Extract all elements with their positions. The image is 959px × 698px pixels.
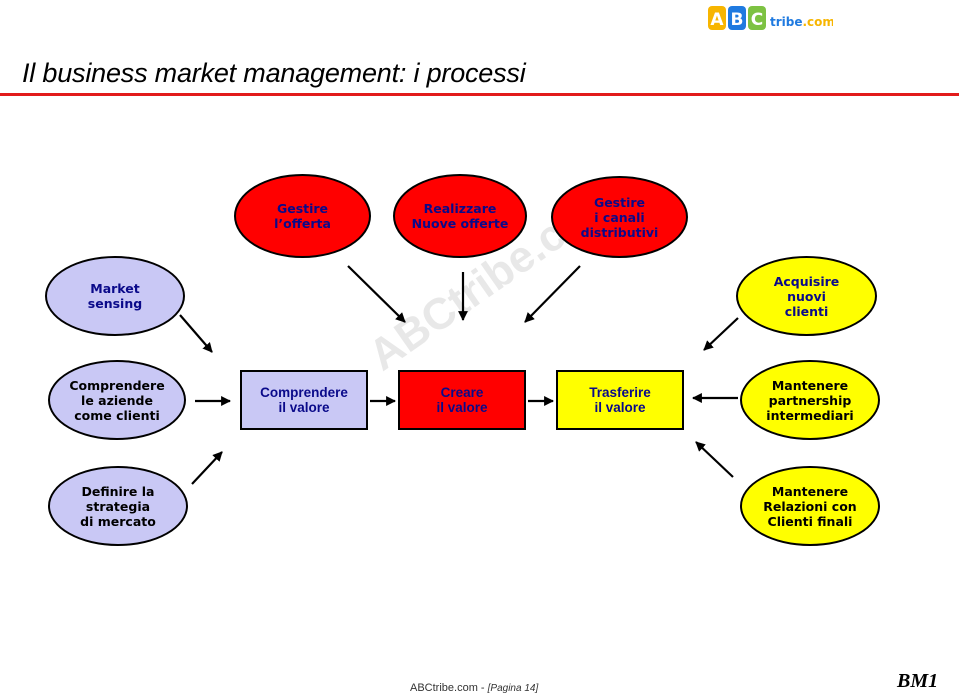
node-realizzare-offerte-label: Realizzare Nuove offerte — [411, 201, 509, 231]
arrow-acquisire-clienti — [703, 317, 739, 351]
page-title: Il business market management: i process… — [22, 58, 526, 88]
node-trasferire-valore: Trasferire il valore — [556, 370, 684, 430]
arrow-definire-strategia — [191, 451, 223, 485]
arrow-market-sensing — [179, 314, 213, 353]
footer-page: [Pagina 14] — [487, 683, 539, 694]
node-acquisire-clienti-label: Acquisire nuovi clienti — [773, 273, 840, 319]
node-definire-strategia: Definire la strategia di mercato — [48, 466, 188, 546]
node-trasferire-valore-label: Trasferire il valore — [589, 385, 651, 415]
node-gestire-canali-label: Gestire i canali distributivi — [580, 194, 659, 240]
logo-domain: .com — [803, 15, 834, 29]
footer-separator: - — [477, 682, 488, 694]
arrow-mantenere-relazioni — [695, 441, 734, 478]
svg-text:tribe.com: tribe.com — [770, 15, 833, 29]
node-creare-valore-label: Creare il valore — [436, 385, 488, 415]
node-market-sensing: Market sensing — [45, 256, 185, 336]
title-underline — [0, 93, 959, 96]
logo-letter-c: C — [751, 10, 763, 30]
node-comprendere-aziende-label: Comprendere le aziende come clienti — [69, 377, 165, 423]
footer-site: ABCtribe.com — [410, 682, 478, 694]
abctribe-logo: A B C tribe.com — [708, 6, 833, 30]
node-acquisire-clienti: Acquisire nuovi clienti — [736, 256, 877, 336]
logo-letter-a: A — [710, 10, 724, 30]
node-comprendere-aziende: Comprendere le aziende come clienti — [48, 360, 186, 440]
footer: ABCtribe.com - [Pagina 14] — [410, 682, 538, 694]
node-comprendere-valore-label: Comprendere il valore — [260, 385, 348, 415]
slide-code: BM1 — [897, 670, 939, 692]
arrow-gestire-offerta — [347, 265, 406, 323]
node-gestire-offerta: Gestire l’offerta — [234, 174, 371, 258]
node-mantenere-relazioni: Mantenere Relazioni con Clienti finali — [740, 466, 880, 546]
node-gestire-offerta-label: Gestire l’offerta — [274, 201, 331, 231]
node-mantenere-partnership-label: Mantenere partnership intermediari — [766, 377, 854, 423]
node-realizzare-offerte: Realizzare Nuove offerte — [393, 174, 527, 258]
node-creare-valore: Creare il valore — [398, 370, 526, 430]
node-mantenere-partnership: Mantenere partnership intermediari — [740, 360, 880, 440]
node-gestire-canali: Gestire i canali distributivi — [551, 176, 688, 258]
node-definire-strategia-label: Definire la strategia di mercato — [80, 483, 156, 529]
logo-letter-b: B — [731, 10, 744, 30]
node-comprendere-valore: Comprendere il valore — [240, 370, 368, 430]
node-mantenere-relazioni-label: Mantenere Relazioni con Clienti finali — [763, 483, 857, 529]
arrow-gestire-canali — [524, 265, 581, 323]
node-market-sensing-label: Market sensing — [87, 281, 143, 311]
logo-suffix: tribe — [770, 15, 803, 29]
